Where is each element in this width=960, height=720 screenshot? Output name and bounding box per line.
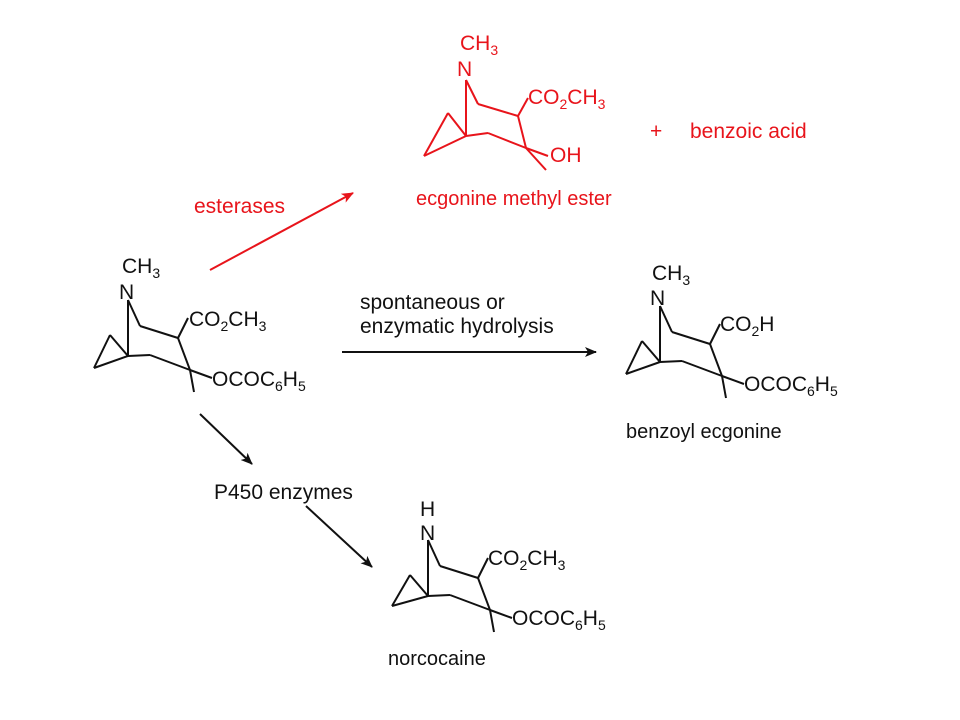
cocaine-n-methyl: CH3	[122, 255, 160, 281]
benzoic-acid-label: benzoic acid	[690, 120, 807, 143]
benzoyl-ecgonine-structure	[625, 305, 745, 399]
plus-sign: +	[650, 120, 662, 143]
benzoyl-ecgonine-n-methyl: CH3	[652, 262, 690, 288]
norcocaine-nitrogen: N	[420, 522, 435, 545]
ecgonine-methyl-ester-hydroxyl: OH	[550, 144, 582, 167]
cocaine-ester-group: CO2CH3	[189, 308, 267, 334]
p450-arrow-segment-2	[305, 505, 373, 568]
hydrolysis-label-line1: spontaneous or	[360, 291, 505, 314]
cocaine-nitrogen: N	[119, 281, 134, 304]
norcocaine-benzoate-group: OCOC6H5	[512, 607, 606, 633]
cocaine-benzoate-group: OCOC6H5	[212, 368, 306, 394]
benzoyl-ecgonine-acid-group: CO2H	[720, 313, 774, 339]
ecgonine-methyl-ester-ester-group: CO2CH3	[528, 86, 606, 112]
p450-arrow-segment-1	[199, 413, 253, 465]
esterases-arrow	[209, 192, 354, 271]
benzoyl-ecgonine-benzoate-group: OCOC6H5	[744, 373, 838, 399]
norcocaine-ester-group: CO2CH3	[488, 547, 566, 573]
norcocaine-name: norcocaine	[388, 648, 486, 670]
p450-label: P450 enzymes	[214, 481, 353, 504]
hydrolysis-label-line2: enzymatic hydrolysis	[360, 315, 554, 338]
norcocaine-n-hydrogen: H	[420, 498, 435, 521]
ecgonine-methyl-ester-nitrogen: N	[457, 58, 472, 81]
esterases-label: esterases	[194, 195, 285, 218]
ecgonine-methyl-ester-n-methyl: CH3	[460, 32, 498, 58]
benzoyl-ecgonine-nitrogen: N	[650, 287, 665, 310]
cocaine-structure	[93, 299, 213, 393]
norcocaine-structure	[391, 539, 513, 633]
benzoyl-ecgonine-name: benzoyl ecgonine	[626, 421, 782, 443]
ecgonine-methyl-ester-structure	[423, 79, 549, 171]
ecgonine-methyl-ester-name: ecgonine methyl ester	[416, 188, 612, 210]
